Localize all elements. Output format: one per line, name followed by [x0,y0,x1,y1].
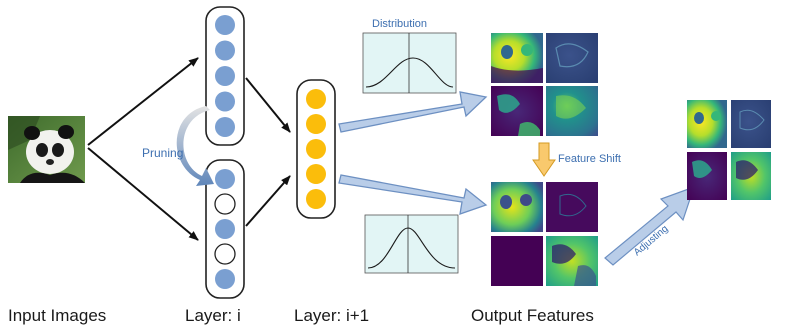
layer-i1-neuron [306,189,326,209]
feature-shift-arrow [532,142,556,177]
layer-i-neuron [215,269,235,289]
layer-i-neuron [215,66,235,86]
upper-block-arrow [338,91,488,133]
layer-i-top-to-layer-i1-arrow [245,77,291,133]
layer-i1-neuron [306,139,326,159]
feature-shift-label: Feature Shift [558,153,621,165]
layer-i-neuron [215,117,235,137]
input-to-bottom-network-arrow [87,147,199,241]
feature-map [546,33,598,83]
layer-i1-neuron [306,114,326,134]
feature-map [491,86,543,136]
layer-i-bottom-to-layer-i1-arrow [245,175,291,227]
caption-layer-i: Layer: i [185,306,241,325]
layer-i-pruned [205,159,245,299]
layer-i-neuron [215,40,235,61]
layer-i1-neuron [306,89,326,109]
pruning-label: Pruning [142,146,183,160]
distribution-plot-top [362,32,457,94]
feature-map [731,100,771,148]
adjusting-arrow [604,186,695,266]
layer-i-neuron [215,91,235,112]
feature-map [687,152,727,200]
input-panda-image [8,116,85,183]
feature-map [491,236,543,286]
feature-map [491,182,543,232]
layer-i1-neuron [306,164,326,184]
layer-i-neuron [215,169,235,189]
feature-map [491,33,543,83]
layer-i-neuron [215,219,235,239]
layer-i-neuron [215,15,235,35]
distribution-plot-bottom [364,214,459,274]
layer-i-pruned-neuron [214,243,236,265]
caption-output-features: Output Features [471,306,594,325]
layer-i1 [296,79,336,219]
layer-i-unpruned [205,6,245,146]
feature-map [546,236,598,286]
feature-map [546,182,598,232]
distribution-label: Distribution [372,18,427,30]
caption-layer-i1: Layer: i+1 [294,306,370,325]
input-to-top-network-arrow [87,57,199,146]
pruning-arrow [176,106,214,186]
output-features-top [491,33,598,136]
lower-block-arrow [338,174,488,215]
caption-input-images: Input Images [8,306,107,325]
output-features-bottom [491,182,598,286]
feature-map [546,86,598,136]
feature-map [731,152,771,200]
adjusted-output-features [687,100,771,200]
layer-i-pruned-neuron [214,193,236,215]
feature-map [687,100,727,148]
